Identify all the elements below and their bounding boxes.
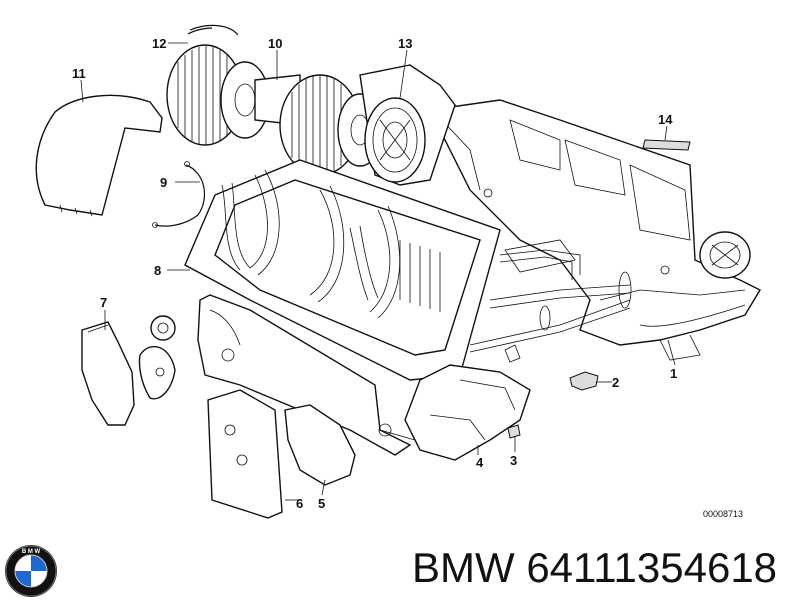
svg-text:B M W: B M W: [22, 549, 41, 555]
bmw-roundel-icon: B M W: [5, 545, 57, 597]
callout-12: 12: [152, 36, 166, 51]
part-number: 64111354618: [526, 544, 778, 591]
part-9-clamp-ring: [152, 161, 206, 228]
part-7-flap: [81, 321, 135, 426]
part-11-curved-cover: [35, 94, 163, 217]
part-4-duct: [404, 364, 531, 461]
lower-housing: [197, 294, 416, 456]
gear-sector: [138, 345, 176, 400]
callout-13: 13: [398, 36, 412, 51]
callout-2: 2: [612, 375, 619, 390]
leader-lines: [80, 42, 676, 501]
callout-8: 8: [154, 263, 161, 278]
part-3-clip: [507, 424, 521, 439]
part-10-blower-assembly: [166, 44, 383, 176]
callout-6: 6: [296, 496, 303, 511]
gear-small: [150, 315, 176, 341]
heater-pipes: [469, 239, 632, 363]
part-5-flap: [284, 404, 356, 486]
callout-10: 10: [268, 36, 282, 51]
part-14-pad: [642, 139, 691, 151]
part-1-housing-tray: [428, 99, 761, 361]
part-8-frame-housing: [184, 159, 501, 381]
part-12-clip: [187, 24, 239, 36]
brand-name: BMW: [412, 544, 515, 591]
part-1-round-cap: [699, 231, 751, 279]
part-6-panel: [207, 389, 283, 519]
callout-7: 7: [100, 295, 107, 310]
callout-4: 4: [476, 455, 484, 470]
callout-14: 14: [658, 112, 673, 127]
brand-part-number: BMW 64111354618: [412, 544, 777, 592]
callout-3: 3: [510, 453, 517, 468]
part-13-grille-cover: [359, 64, 456, 186]
part-2-bracket: [569, 371, 599, 391]
callout-1: 1: [670, 366, 677, 381]
callout-9: 9: [160, 175, 167, 190]
diagram-code: 00008713: [703, 509, 743, 519]
callout-5: 5: [318, 496, 325, 511]
callout-11: 11: [72, 66, 86, 81]
